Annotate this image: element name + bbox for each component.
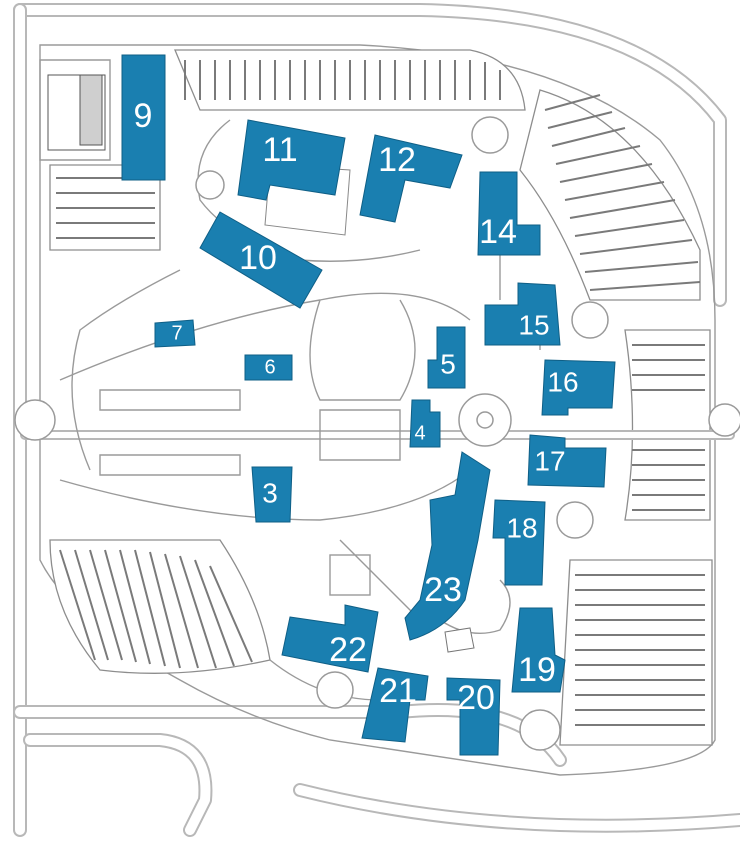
building-10-label: 10 bbox=[239, 239, 277, 277]
building-23-label: 23 bbox=[424, 571, 462, 609]
building-16-label: 16 bbox=[547, 366, 578, 397]
building-10[interactable]: 10 bbox=[199, 211, 323, 309]
roundabouts bbox=[14, 116, 740, 751]
parking-stalls-west bbox=[56, 177, 155, 239]
building-4[interactable]: 4 bbox=[409, 399, 441, 448]
building-6[interactable]: 6 bbox=[244, 354, 293, 381]
building-4-label: 4 bbox=[414, 422, 425, 444]
building-15[interactable]: 15 bbox=[484, 282, 561, 346]
building-16[interactable]: 16 bbox=[541, 359, 616, 416]
parking-stalls-northeast bbox=[544, 94, 701, 291]
building-7[interactable]: 7 bbox=[154, 319, 196, 348]
building-3[interactable]: 3 bbox=[251, 466, 293, 523]
parking-lots bbox=[49, 49, 713, 746]
building-6-label: 6 bbox=[264, 356, 275, 378]
building-7-label: 7 bbox=[171, 322, 182, 344]
building-3-label: 3 bbox=[262, 477, 278, 508]
building-20[interactable]: 20 bbox=[446, 677, 501, 756]
building-22-label: 22 bbox=[329, 631, 367, 669]
building-11-label: 11 bbox=[262, 131, 297, 169]
building-11[interactable]: 11 bbox=[237, 119, 346, 201]
building-14-label: 14 bbox=[479, 213, 517, 251]
building-17-label: 17 bbox=[534, 445, 565, 476]
building-19-label: 19 bbox=[518, 651, 556, 689]
building-5-label: 5 bbox=[440, 348, 456, 379]
building-21-label: 21 bbox=[379, 672, 417, 710]
building-12[interactable]: 12 bbox=[359, 134, 463, 223]
building-17[interactable]: 17 bbox=[527, 434, 607, 488]
building-5[interactable]: 5 bbox=[427, 326, 466, 389]
parking-stalls-east bbox=[632, 344, 705, 511]
building-18[interactable]: 18 bbox=[492, 499, 546, 586]
building-9-label: 9 bbox=[134, 97, 153, 135]
internal-paths bbox=[20, 59, 735, 701]
building-18-label: 18 bbox=[506, 512, 537, 543]
building-23[interactable]: 23 bbox=[404, 451, 491, 641]
building-12-label: 12 bbox=[378, 141, 416, 179]
building-22[interactable]: 22 bbox=[281, 604, 379, 673]
buildings: 9 11 12 14 10 15 7 6 bbox=[121, 54, 616, 756]
building-20-label: 20 bbox=[457, 679, 495, 717]
building-15-label: 15 bbox=[518, 309, 549, 340]
building-9[interactable]: 9 bbox=[121, 54, 166, 181]
building-21[interactable]: 21 bbox=[361, 667, 429, 743]
building-19[interactable]: 19 bbox=[511, 607, 566, 693]
parking-stalls-southwest bbox=[59, 549, 253, 669]
building-14[interactable]: 14 bbox=[477, 171, 541, 256]
parking-stalls-top bbox=[184, 60, 501, 100]
parking-stalls-southeast bbox=[575, 574, 705, 726]
